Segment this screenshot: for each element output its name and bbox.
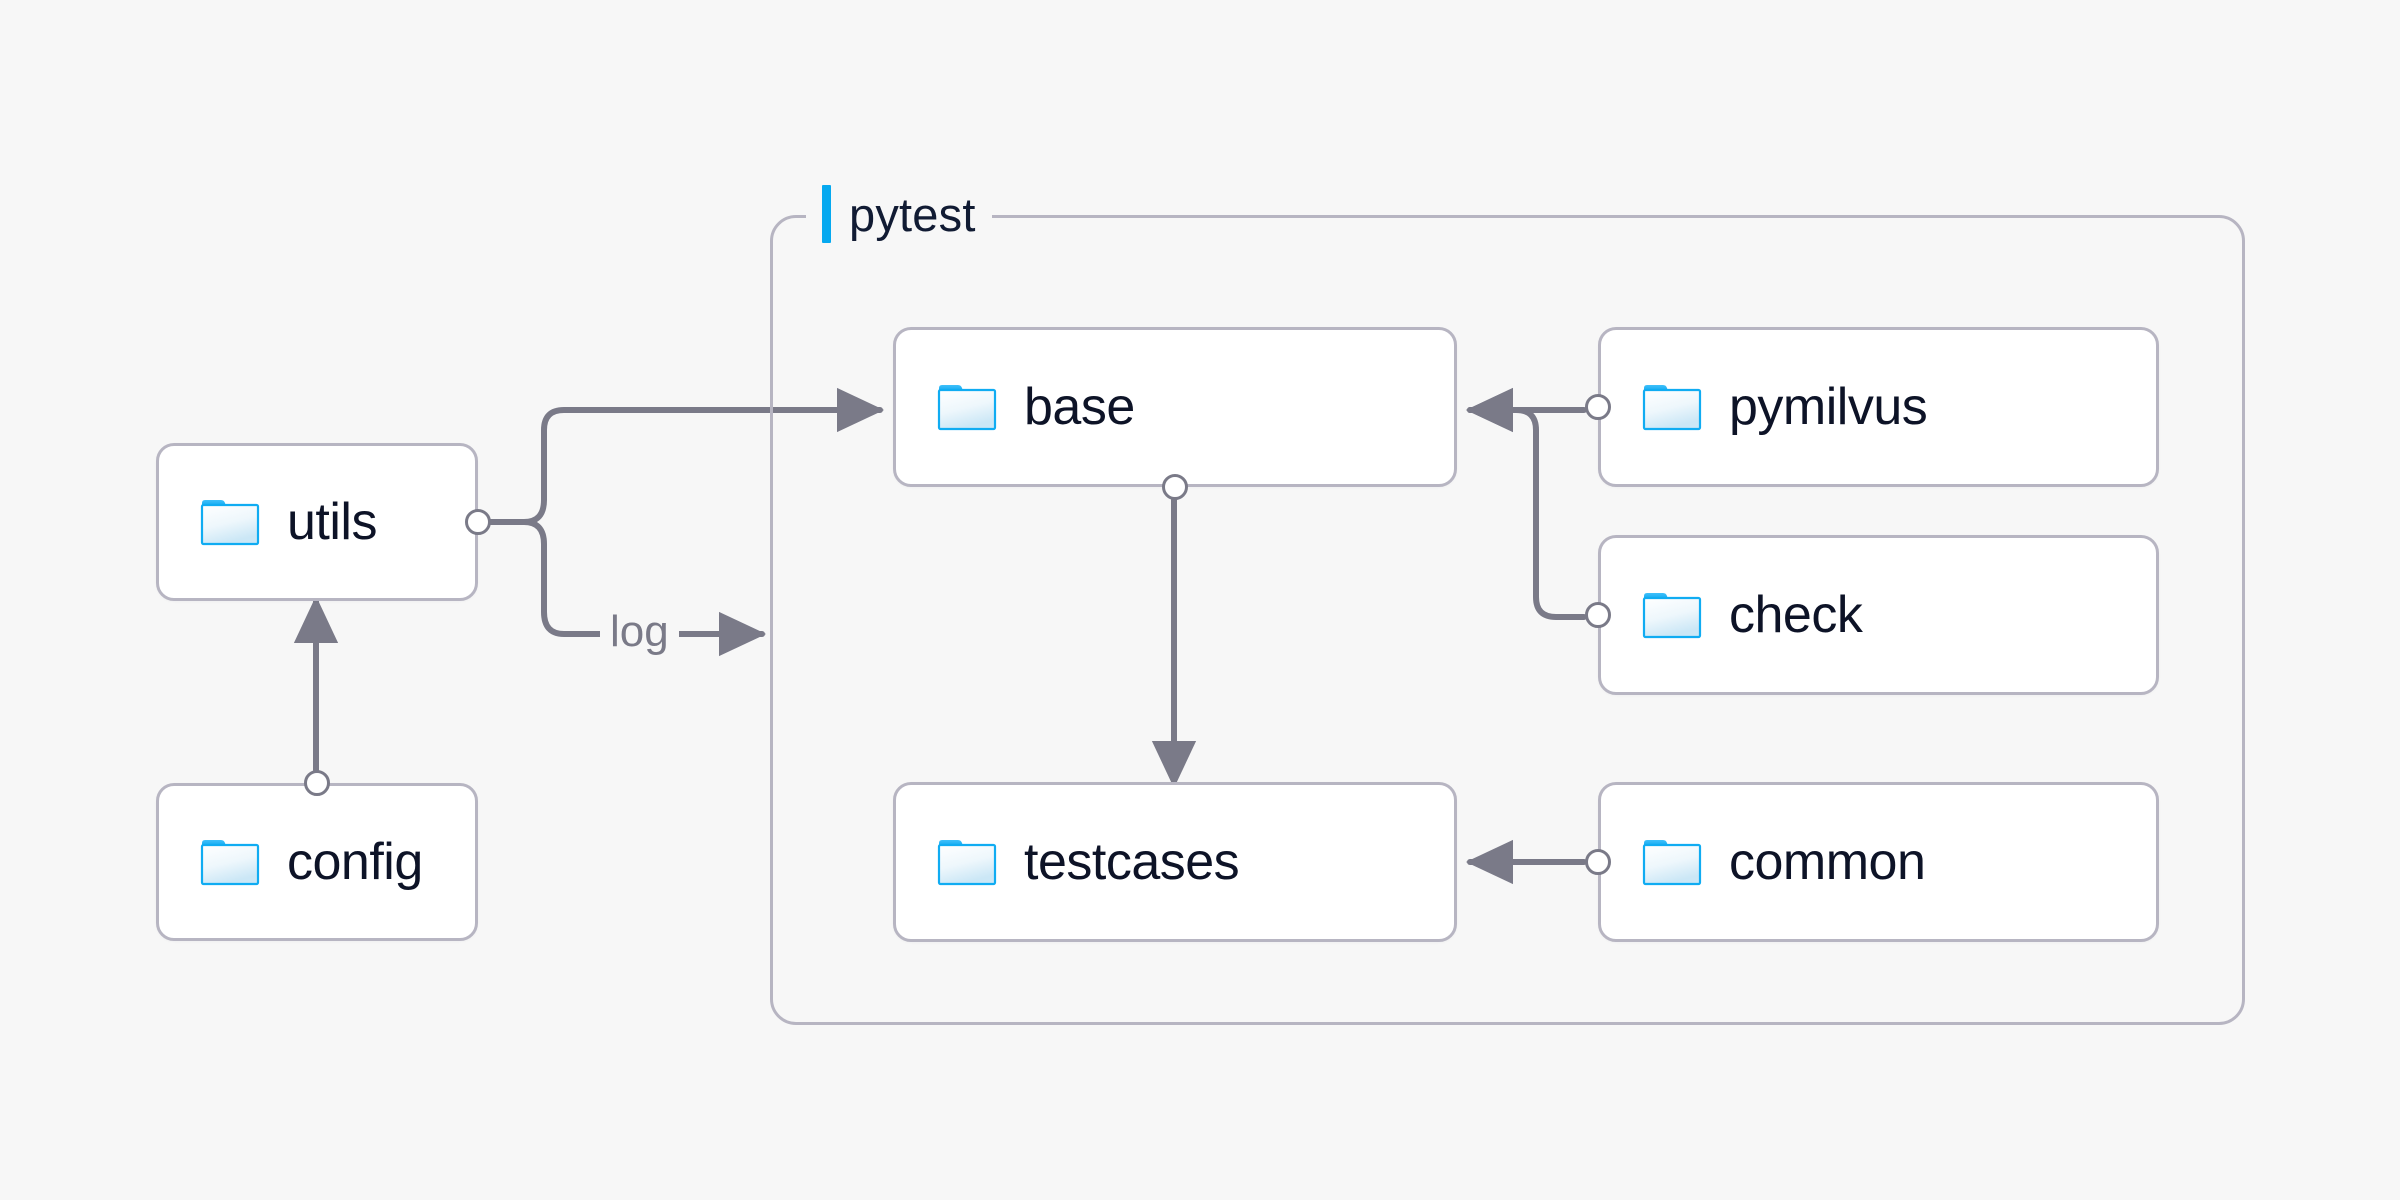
node-pymilvus-label: pymilvus (1729, 378, 1928, 436)
node-base-label: base (1024, 378, 1135, 436)
node-utils[interactable]: utils (156, 443, 491, 601)
node-testcases-label: testcases (1024, 833, 1240, 891)
folder-icon (1642, 593, 1702, 639)
port-base-bottom[interactable] (1162, 474, 1188, 500)
folder-icon (937, 385, 997, 431)
edge-utils-log (521, 519, 607, 637)
node-check-label: check (1729, 586, 1863, 644)
node-check[interactable]: check (1585, 535, 2159, 695)
group-pytest-label: pytest (806, 183, 992, 245)
accent-bar-icon (822, 185, 831, 243)
port-config-top[interactable] (304, 770, 330, 796)
port-check-left[interactable] (1585, 602, 1611, 628)
node-testcases[interactable]: testcases (893, 782, 1457, 942)
port-utils-right[interactable] (465, 509, 491, 535)
folder-icon (200, 840, 260, 886)
group-pytest[interactable] (770, 215, 2245, 1025)
node-pymilvus[interactable]: pymilvus (1585, 327, 2159, 487)
node-config[interactable]: config (156, 770, 478, 941)
node-config-label: config (287, 833, 423, 891)
node-common[interactable]: common (1585, 782, 2159, 942)
folder-icon (200, 500, 260, 546)
port-common-left[interactable] (1585, 849, 1611, 875)
folder-icon (1642, 385, 1702, 431)
group-pytest-label-text: pytest (849, 187, 976, 241)
node-common-label: common (1729, 833, 1926, 891)
port-pymilvus-left[interactable] (1585, 394, 1611, 420)
folder-icon (937, 840, 997, 886)
folder-icon (1642, 840, 1702, 886)
edge-label-log: log (600, 610, 679, 654)
node-utils-label: utils (287, 493, 377, 551)
node-base[interactable]: base (893, 327, 1457, 500)
